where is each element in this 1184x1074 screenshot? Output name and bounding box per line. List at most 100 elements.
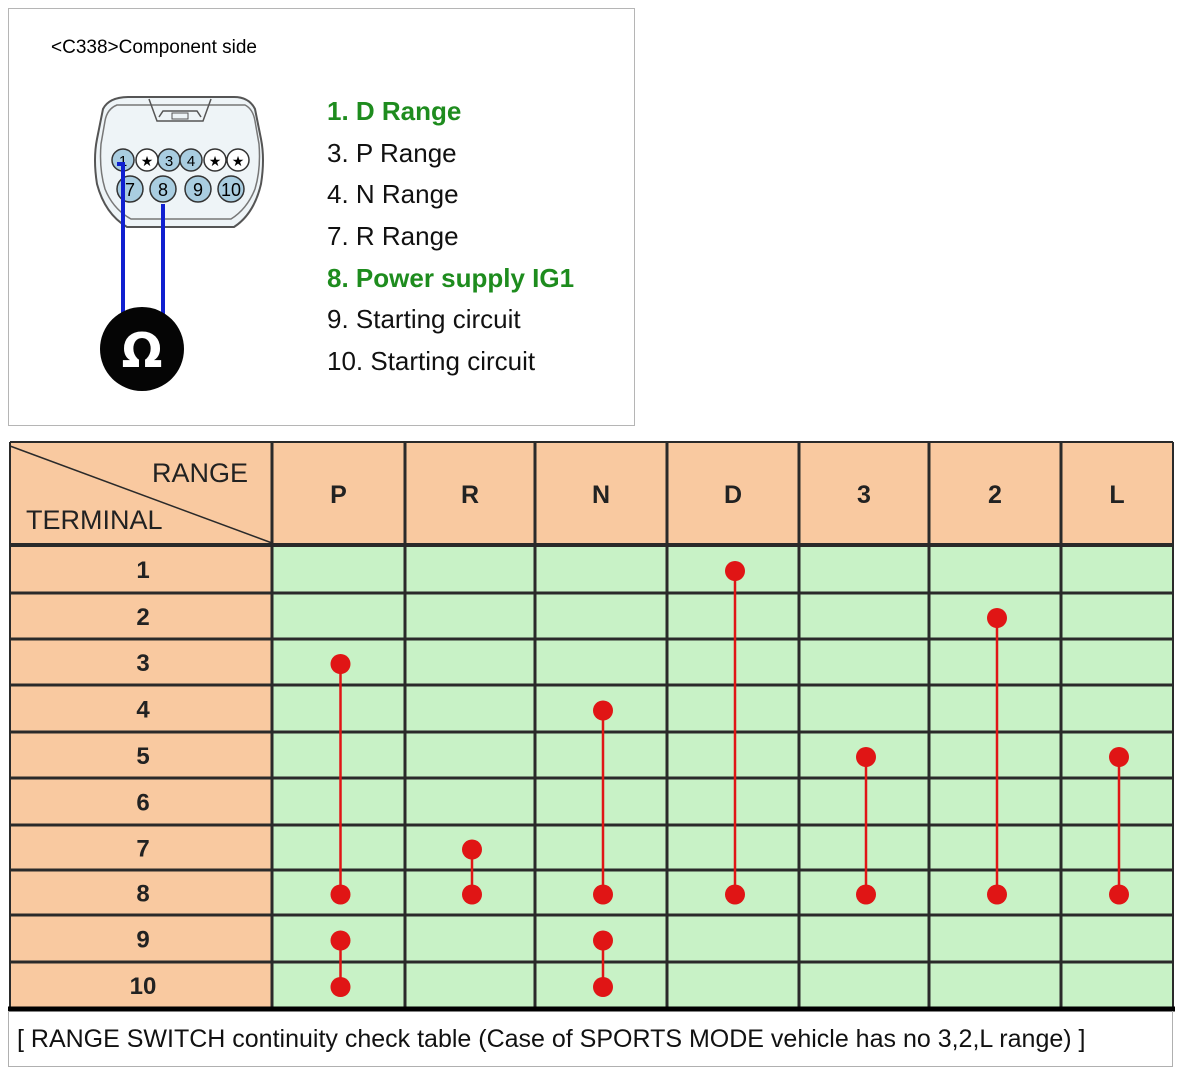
probe-wire-pin1 [117, 162, 125, 314]
header-cell [535, 442, 667, 545]
table-caption: [ RANGE SWITCH continuity check table (C… [8, 1011, 1173, 1067]
pin-function-item: 4. N Range [327, 179, 459, 210]
range-header: R [461, 481, 479, 509]
continuity-dot [856, 747, 876, 767]
pin-label-star: ★ [209, 154, 222, 170]
terminal-label: 9 [136, 927, 149, 954]
terminal-cell [10, 639, 272, 685]
range-header: L [1109, 481, 1124, 509]
pin-function-item: 7. R Range [327, 221, 459, 252]
header-cell [405, 442, 535, 545]
continuity-dot [330, 884, 351, 905]
continuity-dot [856, 884, 876, 905]
continuity-dot [330, 930, 351, 951]
pin-label-star: ★ [232, 154, 245, 170]
range-header: 3 [857, 481, 871, 509]
body-row [272, 962, 1173, 1008]
pin-5-unused [203, 148, 227, 172]
continuity-dot [593, 884, 613, 905]
body-row [272, 915, 1173, 962]
probe-wires [117, 162, 165, 314]
header-cell [799, 442, 929, 545]
header-cell [929, 442, 1061, 545]
terminal-label: 1 [136, 557, 149, 584]
body-row [272, 685, 1173, 732]
continuity-dot [593, 930, 613, 951]
ohm-symbol: Ω [122, 323, 163, 379]
header-cell [272, 442, 405, 545]
terminal-label: 6 [136, 790, 149, 817]
continuity-dot [987, 608, 1007, 628]
pin-10 [217, 175, 245, 203]
pin-row-top: 1 ★ 3 4 ★ ★ [111, 148, 250, 172]
pin-function-item: 8. Power supply IG1 [327, 262, 575, 293]
range-header: D [724, 481, 742, 509]
pin-function-list: 1. D Range 3. P Range 4. N Range 7. R Range… [327, 91, 574, 383]
pin-row-bottom: 7 8 9 10 [116, 175, 245, 203]
terminal-cell [10, 825, 272, 870]
terminal-cell [10, 915, 272, 962]
range-header: N [592, 481, 610, 509]
pin-6-unused [226, 148, 250, 172]
continuity-dot [725, 561, 745, 581]
terminal-label: 3 [136, 650, 149, 677]
pin-label-star: ★ [141, 154, 154, 170]
pin-label-9: 9 [193, 180, 203, 200]
connector-panel: <C338>Component side 1 ★ 3 4 ★ ★ [8, 8, 635, 426]
body-row [272, 732, 1173, 778]
continuity-dot [462, 884, 482, 905]
pin-label-10: 10 [221, 180, 241, 200]
pin-function-item: 3. P Range [327, 137, 457, 168]
continuity-dot [330, 977, 351, 997]
body-row [272, 778, 1173, 825]
pin-8 [149, 175, 177, 203]
pin-function-item: 9. Starting circuit [327, 304, 521, 335]
continuity-dot [1109, 747, 1129, 767]
ohmmeter-icon: Ω [100, 307, 184, 391]
header-terminal-label: TERMINAL [26, 505, 163, 535]
header-cell [1061, 442, 1173, 545]
continuity-dot [330, 654, 351, 674]
continuity-dot [987, 884, 1007, 905]
pin-label-1: 1 [119, 153, 127, 170]
header-cell [667, 442, 799, 545]
range-header: 2 [988, 481, 1002, 509]
pin-function-item: 10. Starting circuit [327, 346, 536, 377]
header-cell [10, 442, 272, 545]
continuity-dot [1109, 884, 1129, 905]
pin-label-8: 8 [158, 180, 168, 200]
body-row [272, 545, 1173, 593]
terminal-cell [10, 732, 272, 778]
terminal-label: 2 [136, 604, 149, 631]
pin-label-3: 3 [165, 153, 173, 170]
connector-diagram: 1 ★ 3 4 ★ ★ 7 8 9 10 Ω [94, 96, 264, 391]
pin-label-7: 7 [125, 180, 135, 200]
pin-4 [179, 148, 203, 172]
body-row [272, 639, 1173, 685]
continuity-dot [725, 884, 745, 905]
terminal-label: 8 [136, 881, 149, 908]
continuity-dot [462, 839, 482, 860]
terminal-label: 4 [136, 697, 150, 724]
terminal-label: 7 [136, 836, 149, 863]
pin-9 [184, 175, 212, 203]
continuity-dot [593, 977, 613, 997]
pin-label-4: 4 [187, 153, 195, 170]
range-header: P [330, 481, 347, 509]
continuity-dot [593, 700, 613, 721]
body-row [272, 870, 1173, 915]
terminal-cell [10, 962, 272, 1008]
terminal-cell [10, 593, 272, 639]
corner-diagonal [9, 445, 273, 544]
body-row [272, 593, 1173, 639]
terminal-cell [10, 870, 272, 915]
body-row [272, 825, 1173, 870]
terminal-cell [10, 545, 272, 593]
terminal-cell [10, 778, 272, 825]
pin-function-item: 1. D Range [327, 96, 462, 126]
terminal-label: 10 [130, 973, 157, 1000]
terminal-label: 5 [136, 743, 149, 770]
terminal-cell [10, 685, 272, 732]
